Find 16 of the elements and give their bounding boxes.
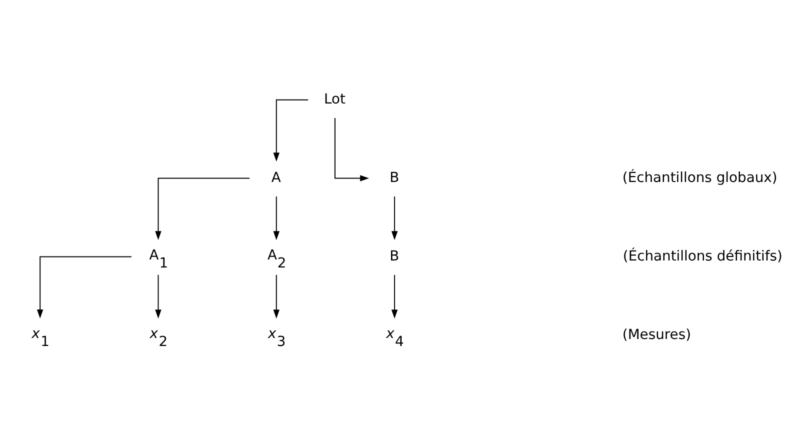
- node-text: A: [271, 170, 281, 186]
- node-text: Lot: [324, 92, 346, 108]
- node-text: B: [390, 170, 400, 186]
- label: (Échantillons globaux): [622, 170, 778, 186]
- arrow: [334, 118, 370, 182]
- arrow: [391, 274, 398, 319]
- arrow: [155, 274, 162, 319]
- arrow: [155, 178, 250, 240]
- arrow: [273, 196, 280, 240]
- label: (Échantillons définitifs): [622, 248, 782, 264]
- arrow: [391, 196, 398, 240]
- label: (Mesures): [622, 326, 692, 343]
- arrow: [273, 99, 309, 162]
- arrow: [36, 256, 132, 318]
- node-text: B: [390, 248, 400, 264]
- arrow: [273, 274, 280, 319]
